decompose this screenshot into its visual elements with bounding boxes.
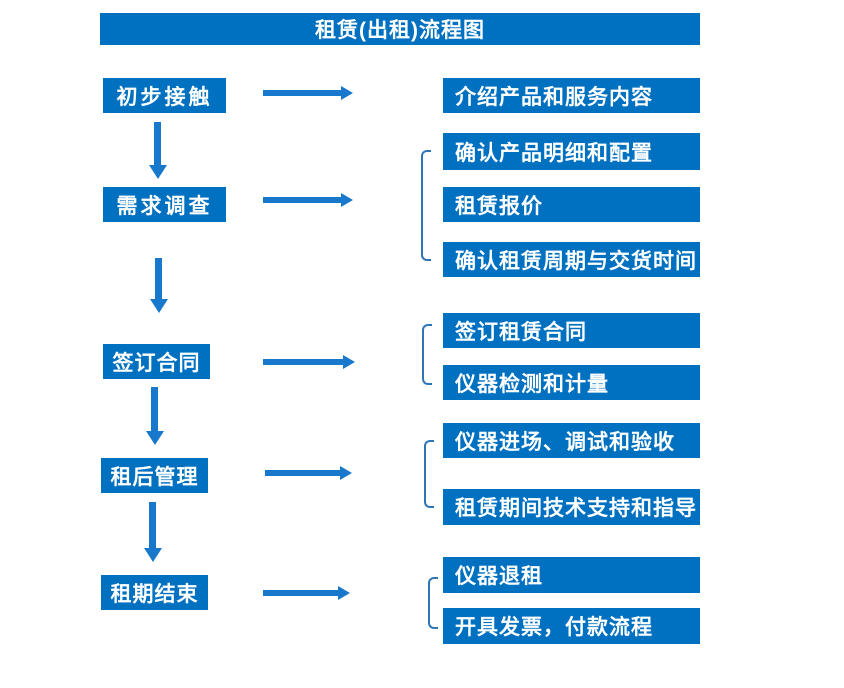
- arrow-head: [146, 431, 164, 445]
- detail-box-technical-support: 租赁期间技术支持和指导: [443, 489, 700, 525]
- arrow-head: [343, 355, 355, 369]
- detail-box-instrument-testing: 仪器检测和计量: [443, 365, 700, 400]
- group-bracket: [428, 577, 438, 629]
- arrow-head: [341, 86, 353, 100]
- detail-box-sign-rental-contract: 签订租赁合同: [443, 313, 700, 348]
- step-box-rental-end: 租期结束: [101, 575, 208, 610]
- down-arrow-icon: [144, 502, 162, 562]
- right-arrow-icon: [263, 355, 355, 369]
- arrow-shaft: [263, 90, 342, 96]
- right-arrow-icon: [263, 193, 353, 207]
- arrow-head: [338, 586, 350, 600]
- step-box-post-rental-management: 租后管理: [101, 458, 208, 493]
- detail-box-instrument-arrival-acceptance: 仪器进场、调试和验收: [443, 423, 700, 458]
- group-bracket: [422, 324, 432, 385]
- arrow-shaft: [263, 197, 342, 203]
- group-bracket: [421, 150, 431, 261]
- down-arrow-icon: [146, 387, 164, 445]
- detail-box-instrument-return: 仪器退租: [443, 557, 700, 593]
- right-arrow-icon: [263, 586, 350, 600]
- arrow-head: [149, 165, 167, 179]
- detail-box-rental-quote: 租赁报价: [443, 187, 700, 222]
- arrow-head: [150, 299, 168, 313]
- right-arrow-icon: [263, 86, 353, 100]
- step-box-initial-contact: 初步接触: [103, 78, 226, 113]
- arrow-head: [341, 193, 353, 207]
- arrow-shaft: [149, 502, 156, 549]
- step-box-sign-contract: 签订合同: [103, 344, 210, 379]
- down-arrow-icon: [149, 122, 167, 179]
- diagram-title: 租赁(出租)流程图: [100, 13, 700, 45]
- arrow-head: [144, 548, 162, 562]
- arrow-head: [340, 466, 352, 480]
- detail-box-confirm-period-delivery: 确认租赁周期与交货时间: [443, 242, 700, 277]
- step-box-demand-survey: 需求调查: [103, 187, 226, 222]
- detail-box-invoice-payment: 开具发票，付款流程: [443, 608, 700, 644]
- arrow-shaft: [263, 359, 344, 365]
- down-arrow-icon: [150, 258, 168, 313]
- arrow-shaft: [265, 470, 341, 476]
- arrow-shaft: [263, 590, 339, 596]
- detail-box-confirm-product-config: 确认产品明细和配置: [443, 133, 700, 170]
- detail-box-introduce-products: 介绍产品和服务内容: [443, 78, 700, 113]
- arrow-shaft: [155, 258, 162, 300]
- arrow-shaft: [154, 122, 161, 166]
- arrow-shaft: [151, 387, 158, 432]
- group-bracket: [424, 440, 434, 508]
- right-arrow-icon: [265, 466, 352, 480]
